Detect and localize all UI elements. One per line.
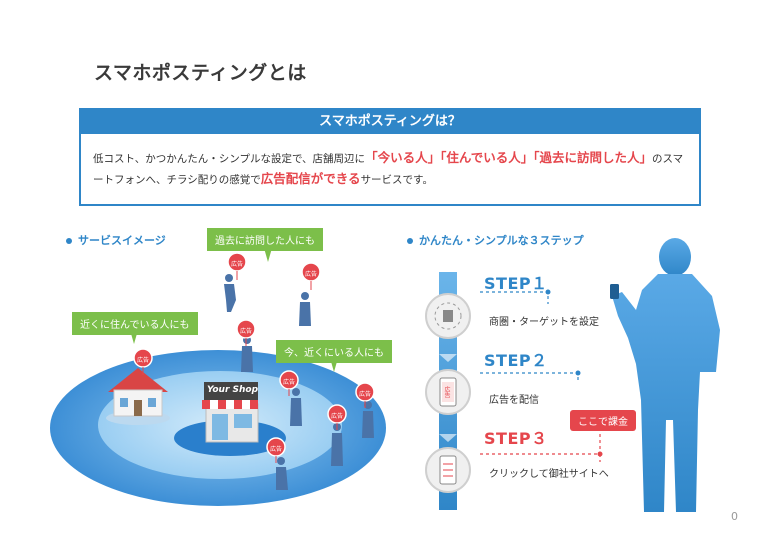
person-icon [290, 388, 302, 426]
three-steps-label: かんたん・シンプルな３ステップ [407, 232, 584, 248]
ad-pin-icon [227, 252, 247, 280]
ad-pin-label: 広告 [240, 328, 253, 335]
service-image-label: サービスイメージ [66, 232, 166, 248]
smartphone-click-icon [425, 447, 471, 493]
ad-pin-label: 広告 [359, 391, 372, 398]
settings-icon [425, 293, 471, 339]
summary-heading: スマホポスティングは？ [81, 110, 699, 134]
bullet-icon [407, 238, 413, 244]
step-circles [425, 293, 471, 493]
step-connectors [480, 289, 603, 462]
ad-pins [133, 252, 375, 463]
step-1-title: STEP１ [484, 274, 548, 293]
summary-emphasis-targets: 「今いる人」「住んでいる人」「過去に訪問した人」 [365, 150, 652, 165]
step-2-text: 広告を配信 [489, 395, 539, 406]
ad-pin-icon [279, 370, 299, 396]
ad-pin-icon [133, 348, 153, 375]
ad-pin-icon [327, 404, 347, 430]
charge-point-badge: ここで課金 [570, 410, 636, 431]
summary-emphasis-delivery: 広告配信ができる [260, 171, 361, 186]
page-number: 0 [731, 510, 738, 523]
step-3-title: STEP３ [484, 429, 548, 448]
summary-text-2: のスマートフォンへ、チラシ配りの感覚で [93, 153, 684, 186]
person-icon [362, 401, 374, 438]
ad-pin-icon [301, 262, 321, 290]
shop-sign-text: Your Shop [207, 385, 259, 395]
house-icon [106, 368, 170, 425]
phone-ad-label: 広告 [443, 386, 450, 398]
step-2-title: STEP２ [484, 351, 548, 370]
ad-pin-icon [355, 382, 375, 408]
summary-box: スマホポスティングは？ 低コスト、かつかんたん・シンプルな設定で、店舗周辺に「今… [79, 108, 701, 206]
three-steps-label-text: かんたん・シンプルな３ステップ [419, 234, 584, 247]
ad-pin-icon [266, 437, 286, 463]
smartphone-ad-icon [425, 369, 471, 415]
smartphone-icon [610, 284, 619, 299]
businessman-silhouette [610, 238, 720, 512]
person-icon [331, 423, 343, 466]
tag-past-visitors: 過去に訪問した人にも [207, 228, 323, 251]
summary-body: 低コスト、かつかんたん・シンプルな設定で、店舗周辺に「今いる人」「住んでいる人」… [81, 134, 699, 190]
ad-pin-icon [236, 319, 256, 346]
step-1-text: 商圏・ターゲットを設定 [489, 317, 599, 328]
person-icon [299, 292, 311, 326]
ad-pin-label: 広告 [331, 413, 344, 420]
people-silhouettes [224, 274, 374, 490]
summary-text-3: サービスです。 [360, 174, 434, 186]
ad-pin-label: 広告 [270, 446, 283, 453]
tag-nearby-residents: 近くに住んでいる人にも [72, 312, 198, 335]
ad-pin-label: 広告 [305, 271, 318, 278]
person-icon [241, 336, 253, 372]
ad-pin-label: 広告 [283, 379, 296, 386]
service-image-label-text: サービスイメージ [78, 234, 166, 247]
person-icon [224, 274, 236, 312]
page-title: スマホポスティングとは [94, 62, 307, 84]
bullet-icon [66, 238, 72, 244]
ad-pin-label: 広告 [231, 261, 244, 268]
shop-icon [202, 382, 259, 443]
summary-text-1: 低コスト、かつかんたん・シンプルな設定で、店舗周辺に [93, 153, 366, 165]
tag-current-nearby: 今、近くにいる人にも [276, 340, 392, 363]
person-icon [276, 457, 288, 490]
step-3-text: クリックして御社サイトへ [489, 469, 609, 480]
ad-pin-label: 広告 [137, 357, 150, 364]
